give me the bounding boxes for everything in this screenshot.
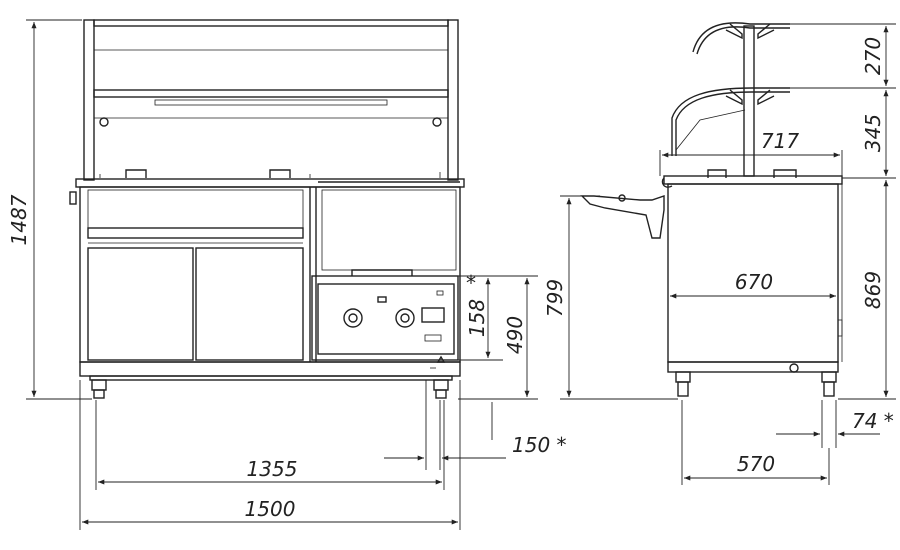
dim-150: 150 * <box>512 433 567 457</box>
dim-158: 158 <box>465 299 489 337</box>
dim-270: 270 <box>861 37 885 75</box>
dim-158-mark: * <box>466 271 476 295</box>
front-dimensions <box>26 19 538 530</box>
dim-670: 670 <box>735 270 773 294</box>
dim-570: 570 <box>737 452 775 476</box>
front-view <box>69 19 465 399</box>
dim-1500: 1500 <box>245 497 296 521</box>
dim-799: 799 <box>543 279 567 317</box>
dim-1487: 1487 <box>7 194 31 245</box>
side-dimensions <box>560 23 896 485</box>
dim-74: 74 * <box>852 409 894 433</box>
side-view <box>580 22 843 397</box>
dim-490: 490 <box>503 316 527 354</box>
dim-717: 717 <box>761 129 799 153</box>
dim-869: 869 <box>861 271 885 309</box>
dim-345: 345 <box>861 114 885 152</box>
dim-1355: 1355 <box>247 457 298 481</box>
